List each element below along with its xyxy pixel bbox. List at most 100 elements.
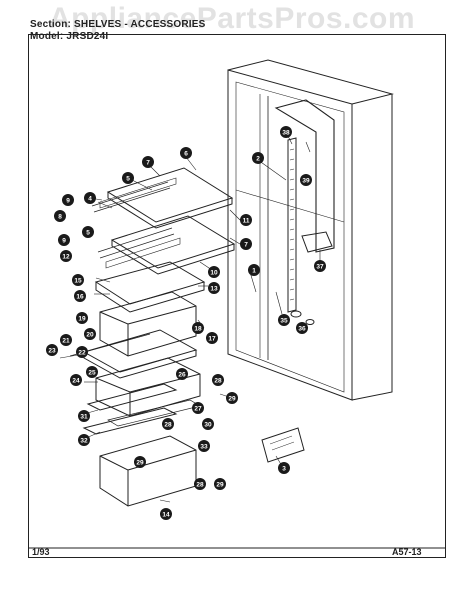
svg-text:39: 39 (302, 178, 310, 185)
shelf-support-rail (287, 137, 297, 313)
callout-7b: 7 (240, 238, 252, 250)
svg-text:36: 36 (298, 326, 306, 333)
svg-text:32: 32 (80, 438, 88, 445)
callout-10: 10 (208, 266, 220, 278)
callout-markers: 1 2 3 4 5 5 6 7 7 8 9 9 10 11 12 13 14 1… (46, 126, 326, 520)
callout-1: 1 (248, 264, 260, 276)
svg-text:9: 9 (66, 198, 70, 205)
upper-shelf-1 (91, 167, 234, 229)
callout-31: 31 (78, 410, 90, 422)
footer-date: 1/93 (32, 547, 50, 557)
svg-text:8: 8 (58, 214, 62, 221)
callout-3: 3 (278, 462, 290, 474)
svg-text:28: 28 (196, 482, 204, 489)
svg-text:24: 24 (72, 378, 80, 385)
svg-text:30: 30 (204, 422, 212, 429)
diagram-frame (28, 34, 446, 558)
svg-text:4: 4 (88, 196, 92, 203)
callout-18: 18 (192, 322, 204, 334)
callout-37: 37 (314, 260, 326, 272)
callout-19: 19 (76, 312, 88, 324)
svg-text:20: 20 (86, 332, 94, 339)
svg-text:25: 25 (88, 370, 96, 377)
callout-33: 33 (198, 440, 210, 452)
rating-plate (261, 427, 305, 463)
bottom-drawer (99, 435, 197, 507)
callout-21: 21 (60, 334, 72, 346)
callout-4: 4 (84, 192, 96, 204)
callout-25: 25 (86, 366, 98, 378)
callout-28b: 28 (162, 418, 174, 430)
svg-text:1: 1 (252, 268, 256, 275)
upper-shelf-2 (97, 215, 236, 275)
svg-text:28: 28 (214, 378, 222, 385)
door-rail (274, 99, 335, 253)
svg-text:17: 17 (208, 336, 216, 343)
watermark: AppliancePartsPros.com (48, 2, 416, 35)
callout-27: 27 (192, 402, 204, 414)
svg-text:37: 37 (316, 264, 324, 271)
svg-text:35: 35 (280, 318, 288, 325)
callout-5a: 5 (122, 172, 134, 184)
crisper-cover (94, 261, 206, 313)
callout-23: 23 (46, 344, 58, 356)
callout-29a: 29 (226, 392, 238, 404)
svg-text:7: 7 (146, 160, 150, 167)
footer-page-code: A57-13 (392, 547, 422, 557)
svg-text:33: 33 (200, 444, 208, 451)
svg-text:27: 27 (194, 406, 202, 413)
callout-24: 24 (70, 374, 82, 386)
svg-text:29: 29 (228, 396, 236, 403)
svg-text:10: 10 (210, 270, 218, 277)
callout-29c: 29 (214, 478, 226, 490)
svg-text:12: 12 (62, 254, 70, 261)
svg-text:23: 23 (48, 348, 56, 355)
callout-22: 22 (76, 346, 88, 358)
svg-text:38: 38 (282, 130, 290, 137)
svg-text:6: 6 (184, 151, 188, 158)
callout-6: 6 (180, 147, 192, 159)
callout-15: 15 (72, 274, 84, 286)
svg-text:29: 29 (136, 460, 144, 467)
callout-35: 35 (278, 314, 290, 326)
drawer-rails (82, 383, 201, 435)
callout-26: 26 (176, 368, 188, 380)
model-title: Model: JRSD24I (30, 31, 109, 42)
callout-20: 20 (84, 328, 96, 340)
callout-28c: 28 (194, 478, 206, 490)
callout-14: 14 (160, 508, 172, 520)
section-title: Section: SHELVES - ACCESSORIES (30, 19, 206, 30)
callout-29b: 29 (134, 456, 146, 468)
svg-text:31: 31 (80, 414, 88, 421)
svg-text:3: 3 (282, 466, 286, 473)
callout-5b: 5 (82, 226, 94, 238)
callout-8: 8 (54, 210, 66, 222)
callout-13: 13 (208, 282, 220, 294)
svg-text:26: 26 (178, 372, 186, 379)
svg-text:9: 9 (62, 238, 66, 245)
callout-12: 12 (60, 250, 72, 262)
callout-7a: 7 (142, 156, 154, 168)
callout-16: 16 (74, 290, 86, 302)
callout-28a: 28 (212, 374, 224, 386)
svg-text:21: 21 (62, 338, 70, 345)
svg-text:29: 29 (216, 482, 224, 489)
callout-36: 36 (296, 322, 308, 334)
callout-11: 11 (240, 214, 252, 226)
svg-text:13: 13 (210, 286, 218, 293)
svg-text:18: 18 (194, 326, 202, 333)
svg-text:11: 11 (243, 218, 250, 225)
svg-text:5: 5 (126, 176, 130, 183)
callout-30: 30 (202, 418, 214, 430)
svg-text:15: 15 (74, 278, 82, 285)
meat-keeper-pan (95, 357, 201, 417)
callout-39: 39 (300, 174, 312, 186)
svg-text:16: 16 (76, 294, 84, 301)
callout-2: 2 (252, 152, 264, 164)
svg-text:14: 14 (162, 512, 170, 519)
svg-text:7: 7 (244, 242, 248, 249)
callout-32: 32 (78, 434, 90, 446)
svg-text:2: 2 (256, 156, 260, 163)
